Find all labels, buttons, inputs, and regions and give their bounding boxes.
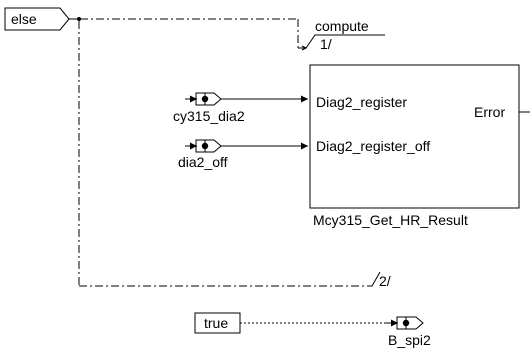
function-block[interactable]: Diag2_register Diag2_register_off Error	[309, 64, 530, 209]
true-constant[interactable]: true	[194, 312, 241, 334]
block-input2-label: Diag2_register_off	[316, 138, 430, 154]
input-signal-dia2-off-label: dia2_off	[178, 154, 228, 170]
compute-label: compute	[315, 18, 369, 34]
block-input1-label: Diag2_register	[316, 94, 407, 110]
branch1-marker	[298, 34, 385, 51]
block-name-label: Mcy315_Get_HR_Result	[313, 212, 468, 228]
input-signal-dia2-off[interactable]	[185, 139, 222, 153]
else-port[interactable]: else	[4, 7, 70, 31]
block-output-label: Error	[474, 104, 505, 120]
true-label: true	[204, 315, 228, 331]
branch2-marker	[368, 271, 381, 287]
input-signal-cy315-dia2-label: cy315_dia2	[173, 108, 245, 124]
input-signal-cy315-dia2[interactable]	[185, 92, 222, 106]
branch2-label: 2/	[379, 273, 391, 289]
branch1-label: 1/	[320, 36, 332, 52]
output-signal-b-spi2[interactable]	[386, 316, 424, 330]
junction-dot	[77, 17, 81, 21]
output-signal-b-spi2-label: B_spi2	[388, 332, 431, 348]
else-label: else	[11, 11, 37, 27]
